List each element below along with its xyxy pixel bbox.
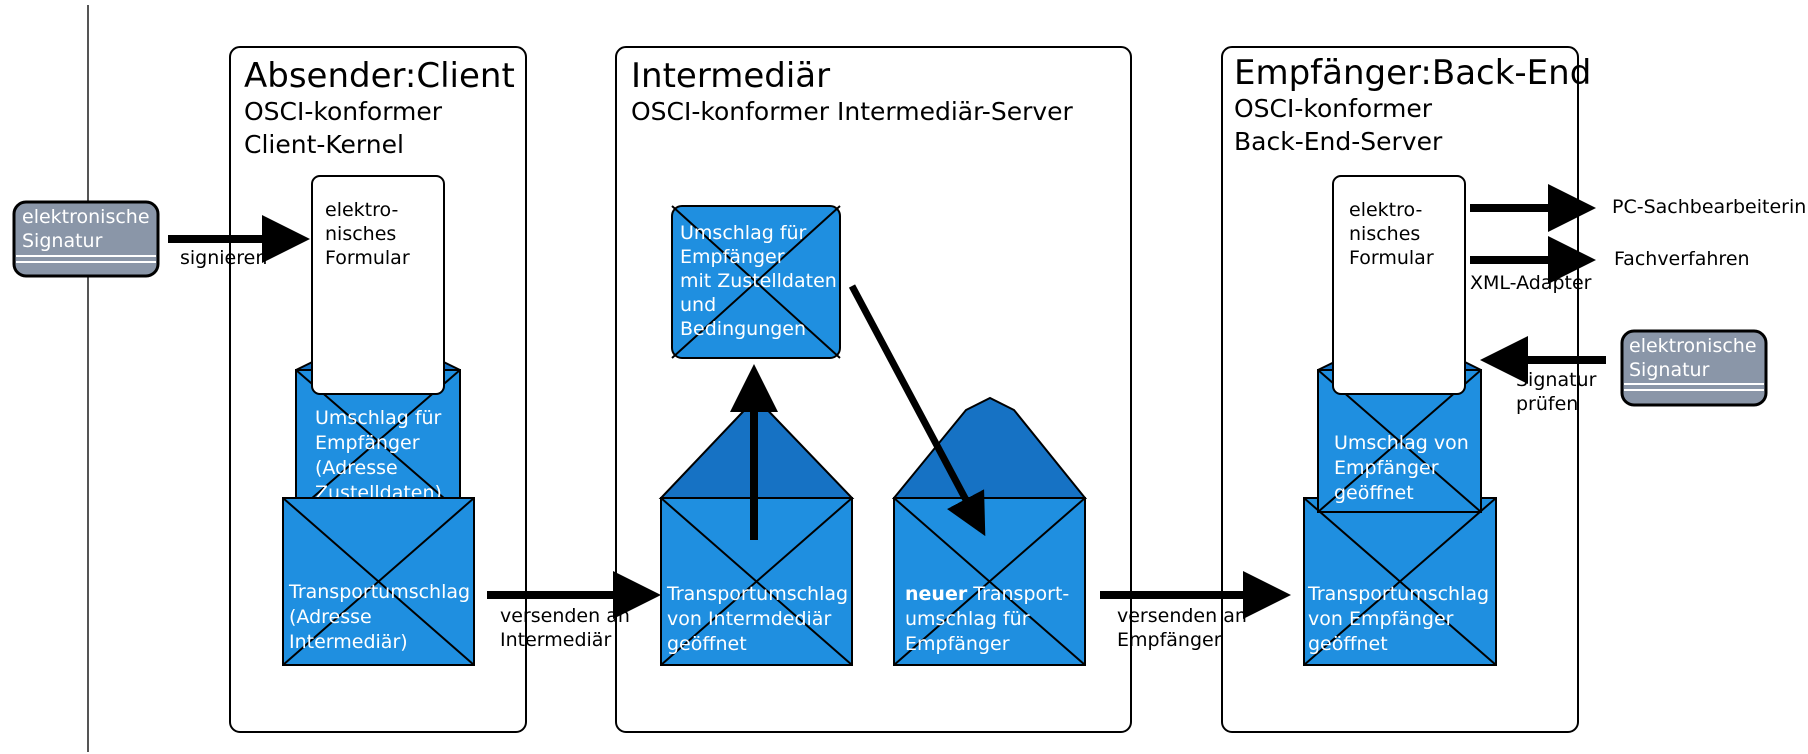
label-xml-adapter: XML-Adapter bbox=[1470, 272, 1592, 294]
client-inner-label-3: (Adresse bbox=[315, 457, 398, 479]
client-inner-label-1: Umschlag für bbox=[315, 407, 442, 429]
client-form: elektro- nisches Formular bbox=[311, 175, 445, 395]
label-signieren: signieren bbox=[180, 247, 267, 269]
label-fachverfahren: Fachverfahren bbox=[1614, 248, 1750, 270]
intermediary-subtitle: OSCI-konformer Intermediär-Server bbox=[631, 97, 1074, 126]
back-form-line1: elektro- bbox=[1349, 199, 1422, 221]
client-form-line2: nisches bbox=[325, 223, 396, 245]
label-versenden2-line1: versenden an bbox=[1117, 605, 1247, 627]
inter-card-envelope bbox=[671, 205, 841, 359]
client-inner-label-2: Empfänger bbox=[315, 432, 420, 454]
panel-backend bbox=[1221, 46, 1579, 733]
inter-new-label-1: neuer Transport- bbox=[905, 583, 1069, 605]
intermediary-title: Intermediär bbox=[631, 56, 830, 96]
inter-new-rest: Transport- bbox=[967, 583, 1069, 605]
back-inner-label-1: Umschlag von bbox=[1334, 432, 1469, 454]
signature-left-line2: Signatur bbox=[22, 230, 103, 252]
client-transport-label-1: Transportumschlag bbox=[288, 581, 470, 603]
back-transport-label-1: Transportumschlag bbox=[1307, 583, 1489, 605]
inter-card-label-5: Bedingungen bbox=[680, 318, 806, 340]
signature-right-line2: Signatur bbox=[1629, 359, 1710, 381]
signature-box-right: elektronische Signatur bbox=[1620, 329, 1768, 407]
signature-box-left: elektronische Signatur bbox=[12, 200, 160, 278]
back-inner-label-2: Empfänger bbox=[1334, 457, 1439, 479]
label-versenden1-line2: Intermediär bbox=[500, 629, 611, 651]
client-transport-label-2: (Adresse bbox=[289, 606, 372, 628]
signature-left-line1: elektronische bbox=[22, 206, 150, 228]
inter-card-label-2: Empfänger bbox=[680, 246, 785, 268]
arrow-diagonal-repack bbox=[848, 284, 986, 537]
backend-subtitle-2: Back-End-Server bbox=[1234, 127, 1443, 156]
label-pruefen-line2: prüfen bbox=[1516, 393, 1578, 415]
label-versenden1-line1: versenden an bbox=[500, 605, 630, 627]
back-form-line2: nisches bbox=[1349, 223, 1420, 245]
back-transport-envelope bbox=[1303, 497, 1497, 666]
inter-new-envelope bbox=[891, 396, 1088, 666]
back-form: elektro- nisches Formular bbox=[1332, 175, 1466, 395]
back-transport-label-2: von Empfänger bbox=[1308, 608, 1454, 630]
inter-new-label-2: umschlag für bbox=[905, 608, 1030, 630]
label-versenden2-line2: Empfänger bbox=[1117, 629, 1222, 651]
panel-client bbox=[229, 46, 527, 733]
signature-right-line1: elektronische bbox=[1629, 335, 1757, 357]
inter-opened-label-2: von Intermdediär bbox=[667, 608, 831, 630]
inter-opened-label-3: geöffnet bbox=[667, 633, 747, 655]
inter-card-label-1: Umschlag für bbox=[680, 222, 807, 244]
inter-card-label-4: und bbox=[680, 294, 716, 316]
client-subtitle-2: Client-Kernel bbox=[244, 130, 404, 159]
inter-new-bold: neuer bbox=[905, 583, 968, 605]
client-form-line1: elektro- bbox=[325, 199, 398, 221]
client-subtitle-1: OSCI-konformer bbox=[244, 97, 443, 126]
back-inner-label-3: geöffnet bbox=[1334, 482, 1414, 504]
client-transport-label-3: Intermediär) bbox=[289, 631, 408, 653]
label-pc: PC-Sachbearbeiterin bbox=[1612, 196, 1806, 218]
inter-new-label-3: Empfänger bbox=[905, 633, 1010, 655]
backend-title: Empfänger:Back-End bbox=[1234, 53, 1591, 93]
back-form-line3: Formular bbox=[1349, 247, 1434, 269]
label-pruefen-line1: Signatur bbox=[1516, 369, 1597, 391]
inter-card-label-3: mit Zustelldaten bbox=[680, 270, 837, 292]
panel-intermediary bbox=[615, 46, 1132, 733]
client-transport-envelope bbox=[282, 497, 475, 666]
client-form-line3: Formular bbox=[325, 247, 410, 269]
client-title: Absender:Client bbox=[244, 56, 515, 96]
back-transport-label-3: geöffnet bbox=[1308, 633, 1388, 655]
inter-opened-label-1: Transportumschlag bbox=[666, 583, 848, 605]
backend-subtitle-1: OSCI-konformer bbox=[1234, 94, 1433, 123]
